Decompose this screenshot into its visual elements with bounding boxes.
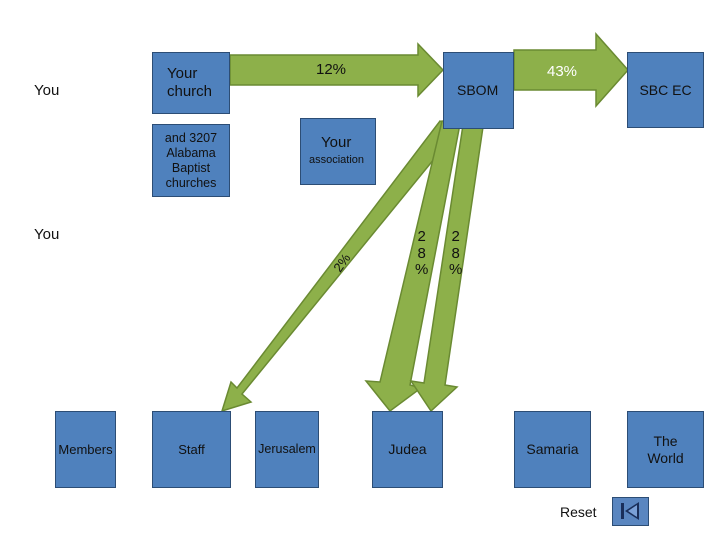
samaria-label: Samaria [526,441,579,458]
you-label-top: You [34,82,60,99]
samaria-box: Samaria [514,411,591,488]
arrow-43-percent [513,32,630,108]
arrow-28-percent-judea [364,120,461,413]
label-12-percent: 12% [316,61,347,78]
your-association-box: Your association [300,118,376,185]
staff-box: Staff [152,411,231,488]
skip-to-start-icon [621,502,639,520]
jerusalem-label: Jerusalem [258,442,316,456]
jerusalem-box: Jerusalem [255,411,319,488]
arrow-28-percent-samaria [409,124,484,413]
members-label: Members [58,441,113,457]
your-association-title: Your [321,134,352,151]
judea-box: Judea [372,411,443,488]
alabama-churches-box: and 3207 Alabama Baptist churches [152,124,230,197]
label-43-percent: 43% [547,63,578,80]
your-church-box: Your church [152,52,230,114]
reset-button[interactable] [612,497,649,526]
members-box: Members [55,411,116,488]
sbc-ec-box: SBC EC [627,52,704,128]
the-world-label: The World [647,432,684,466]
label-28-percent-left: 2 8 % [415,228,429,278]
the-world-box: The World [627,411,704,488]
label-28-percent-right: 2 8 % [449,228,463,278]
your-association-sub: association [309,154,365,166]
sbom-box: SBOM [443,52,514,129]
arrow-12-percent [229,42,445,98]
arrow-2-percent [220,120,459,413]
alabama-churches-label: and 3207 Alabama Baptist churches [164,130,218,190]
your-church-label: Your church [167,65,213,100]
sbom-label: SBOM [457,82,499,99]
reset-label: Reset [560,504,597,520]
staff-label: Staff [178,441,205,457]
sbc-ec-label: SBC EC [639,81,692,98]
you-label-middle: You [34,226,60,243]
judea-label: Judea [388,441,427,458]
